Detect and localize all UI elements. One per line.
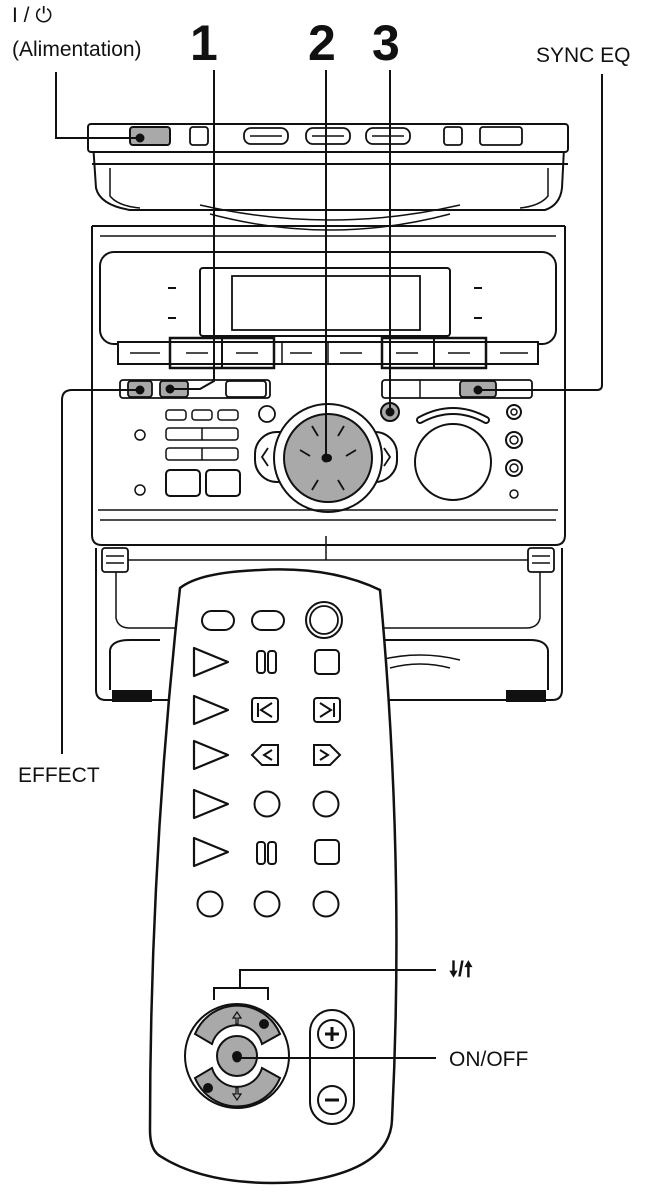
power-symbol-label: I / ⏻ xyxy=(12,4,52,27)
callout-2: 2 xyxy=(308,15,336,71)
effect-label: EFFECT xyxy=(18,764,100,787)
power-label: (Alimentation) xyxy=(12,38,142,61)
remote-control xyxy=(148,568,398,1185)
sync-eq-label: SYNC EQ xyxy=(536,44,631,67)
callout-lines xyxy=(55,70,603,1063)
on-off-label: ON/OFF xyxy=(449,1048,529,1071)
callout-3: 3 xyxy=(372,15,400,71)
arrows-label: 🠗/🠕 xyxy=(449,958,473,981)
callout-1: 1 xyxy=(190,15,218,71)
